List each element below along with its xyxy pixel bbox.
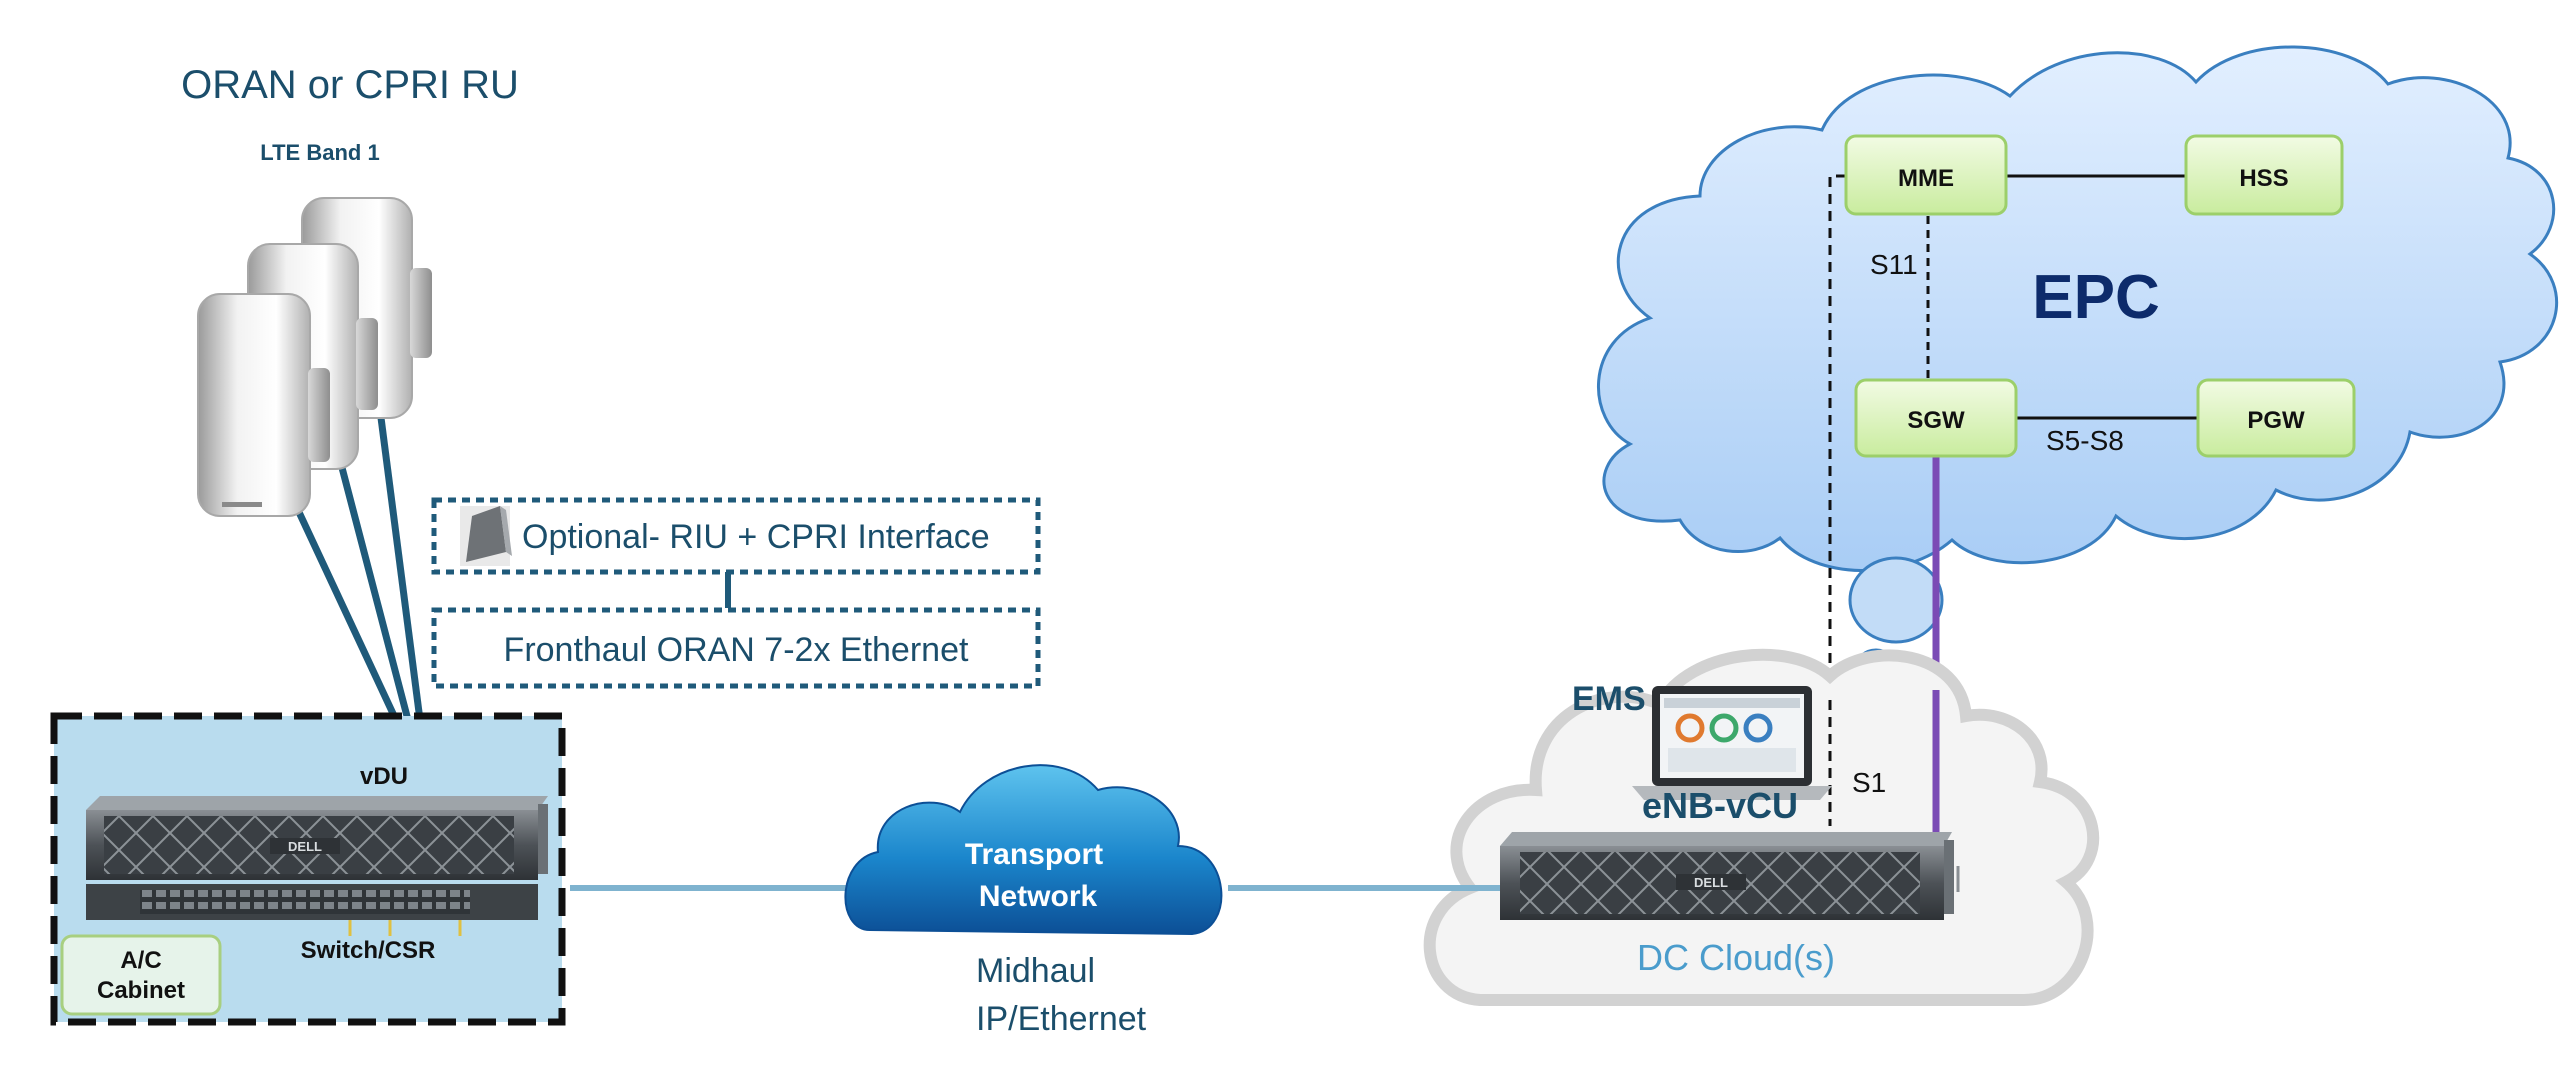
vcu-server-brand: DELL — [1694, 875, 1728, 890]
epc-bubble-large — [1848, 556, 1944, 644]
s1-mme-link — [1828, 174, 1846, 826]
s1-label: S1 — [1852, 767, 1886, 798]
ems-laptop-icon — [1632, 686, 1832, 800]
vdu-label: vDU — [360, 763, 408, 790]
pgw-label: PGW — [2247, 407, 2305, 434]
switch-label: Switch/CSR — [301, 937, 436, 964]
riu-label: Optional- RIU + CPRI Interface — [522, 518, 990, 556]
mme-node: MME — [1844, 134, 2008, 216]
midhaul-label-line2: IP/Ethernet — [976, 1000, 1147, 1038]
transport-cloud — [844, 764, 1223, 936]
mme-label: MME — [1898, 165, 1954, 192]
radio-unit-front — [197, 293, 330, 517]
fronthaul-label: Fronthaul ORAN 7-2x Ethernet — [504, 631, 969, 669]
ru-title: ORAN or CPRI RU — [181, 63, 519, 107]
sgw-node: SGW — [1854, 378, 2018, 458]
transport-cloud-line2: Network — [979, 880, 1098, 913]
dc-cloud-label: DC Cloud(s) — [1637, 937, 1835, 978]
vdu-server-brand: DELL — [288, 839, 322, 854]
epc-title: EPC — [2032, 263, 2159, 332]
riu-device-icon — [460, 506, 512, 566]
switch-csr — [86, 884, 538, 936]
ac-cabinet — [60, 934, 222, 1016]
hss-node: HSS — [2184, 134, 2344, 216]
vdu-server: DELL — [86, 796, 548, 880]
hss-label: HSS — [2239, 165, 2288, 192]
ru-feed-cables — [294, 409, 424, 722]
vcu-server: DELL — [1500, 832, 1960, 920]
pgw-node: PGW — [2196, 378, 2356, 458]
fronthaul-box — [431, 607, 1041, 689]
s11-label: S11 — [1870, 249, 1918, 280]
sgw-label: SGW — [1907, 407, 1965, 434]
ems-label: EMS — [1572, 680, 1646, 718]
vcu-label: eNB-vCU — [1642, 785, 1798, 826]
riu-box — [431, 497, 1041, 575]
s5s8-label: S5-S8 — [2046, 425, 2124, 456]
transport-cloud-line1: Transport — [965, 838, 1103, 871]
midhaul-label-line1: Midhaul — [976, 952, 1095, 990]
ac-cabinet-line2: Cabinet — [97, 977, 185, 1004]
ru-band-label: LTE Band 1 — [260, 140, 379, 165]
ac-cabinet-line1: A/C — [120, 947, 161, 974]
